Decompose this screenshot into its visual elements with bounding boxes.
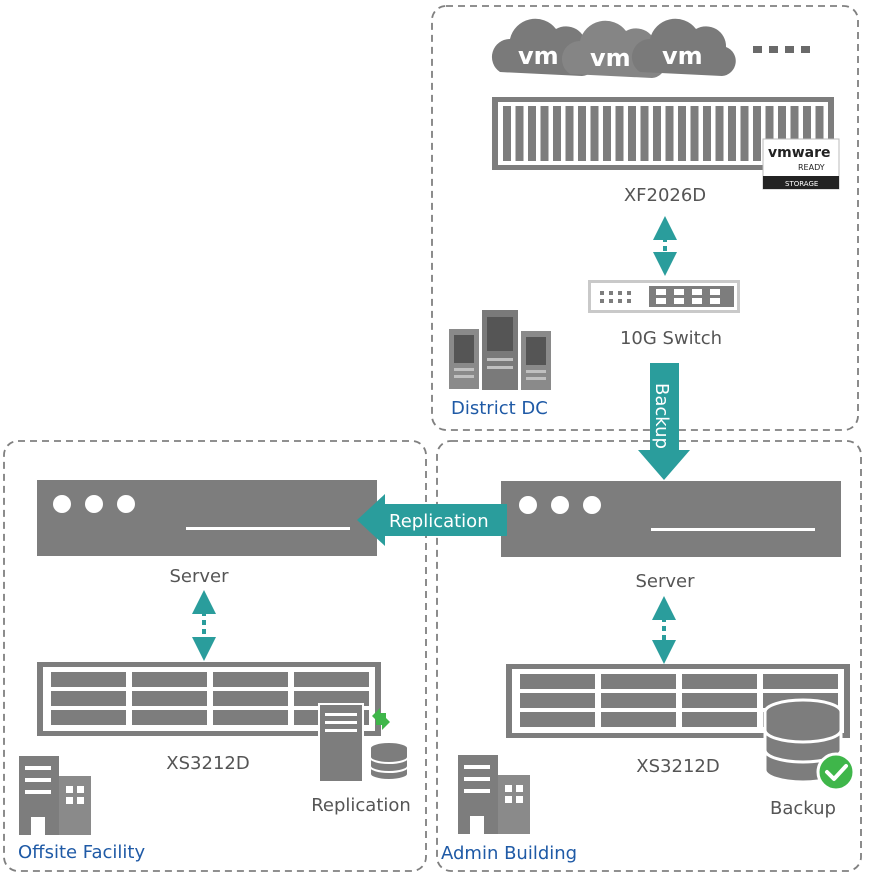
drive-bay (590, 106, 599, 161)
more-dots-icon (753, 46, 810, 53)
admin-building-zone (436, 440, 862, 872)
drive-bay (565, 106, 574, 161)
backup-link: Backup (638, 363, 690, 480)
drive-bay (603, 106, 611, 161)
drive-bay (715, 106, 724, 161)
drive-bay (528, 106, 536, 161)
drive-bay (682, 712, 757, 727)
drive-bay (815, 106, 824, 161)
vmware-storage-text: STORAGE (785, 180, 818, 188)
xs3212d-offsite (37, 662, 381, 736)
drive-bay (665, 106, 674, 161)
building-icon (19, 756, 91, 835)
drive-bay (51, 691, 126, 706)
drive-bay (515, 106, 524, 161)
drive-bay (213, 672, 288, 687)
xs3212d-admin-label: XS3212D (636, 756, 719, 777)
drive-bay (601, 712, 676, 727)
backup-badge-label: Backup (770, 798, 836, 819)
xf2026d-label: XF2026D (624, 185, 706, 206)
drive-bay (640, 106, 649, 161)
drive-bay (553, 106, 561, 161)
drive-bay (520, 674, 595, 689)
drive-bay (132, 672, 207, 687)
building-icon (458, 755, 530, 834)
replication-link: Replication (357, 494, 507, 546)
xf2026d-array (492, 97, 834, 170)
vmware-brand: vmware (768, 145, 831, 161)
drive-bay (682, 674, 757, 689)
drive-bay (628, 106, 636, 161)
replication-icon (318, 703, 409, 783)
checkmark-icon (816, 752, 856, 792)
drive-bay (294, 672, 369, 687)
drive-bay (653, 106, 661, 161)
switch-label: 10G Switch (620, 328, 722, 349)
drive-bay (294, 691, 369, 706)
drive-bay (740, 106, 749, 161)
server-towers-icon (449, 310, 551, 390)
vm-clouds: vm vm vm (491, 18, 810, 79)
drive-bay (615, 106, 624, 161)
drive-bay (763, 674, 838, 689)
drive-bay (132, 691, 207, 706)
drive-bay (682, 693, 757, 708)
drive-bay (728, 106, 736, 161)
drive-bay (51, 672, 126, 687)
district-dc-label: District DC (451, 398, 548, 419)
drive-bay (213, 710, 288, 725)
drive-bay (520, 693, 595, 708)
admin-building-label: Admin Building (441, 843, 577, 864)
vmware-ready-badge: vmware READY STORAGE (762, 138, 840, 190)
drive-bay (503, 106, 511, 161)
drive-bay (790, 106, 799, 161)
drive-bay (703, 106, 711, 161)
drive-bay (601, 674, 676, 689)
offsite-facility-zone (3, 440, 427, 872)
server-admin (501, 481, 841, 557)
server-offsite (37, 480, 377, 556)
drive-bay (540, 106, 549, 161)
drive-bay (778, 106, 786, 161)
drive-bay (765, 106, 774, 161)
vm-label: vm (590, 44, 631, 72)
offsite-facility-label: Offsite Facility (18, 842, 145, 863)
backup-link-label: Backup (651, 383, 672, 449)
vm-cloud-icon: vm (631, 18, 736, 76)
drive-bay (803, 106, 811, 161)
drive-bay (690, 106, 699, 161)
server-offsite-label: Server (169, 566, 229, 587)
replication-badge-label: Replication (311, 795, 411, 816)
server-admin-label: Server (635, 571, 695, 592)
vm-label: vm (518, 42, 559, 70)
xs3212d-offsite-label: XS3212D (166, 753, 249, 774)
drive-bay (601, 693, 676, 708)
drive-bay (578, 106, 586, 161)
xs3212d-admin (506, 664, 850, 738)
district-dc-zone (431, 5, 859, 431)
drive-bay (51, 710, 126, 725)
drive-bay (753, 106, 761, 161)
vmware-ready-text: READY (798, 163, 825, 172)
drive-bay (132, 710, 207, 725)
replication-link-label: Replication (389, 511, 489, 532)
drive-bay (213, 691, 288, 706)
drive-bay (520, 712, 595, 727)
vm-label: vm (662, 42, 703, 70)
switch-10g (588, 280, 740, 313)
drive-bay (678, 106, 686, 161)
